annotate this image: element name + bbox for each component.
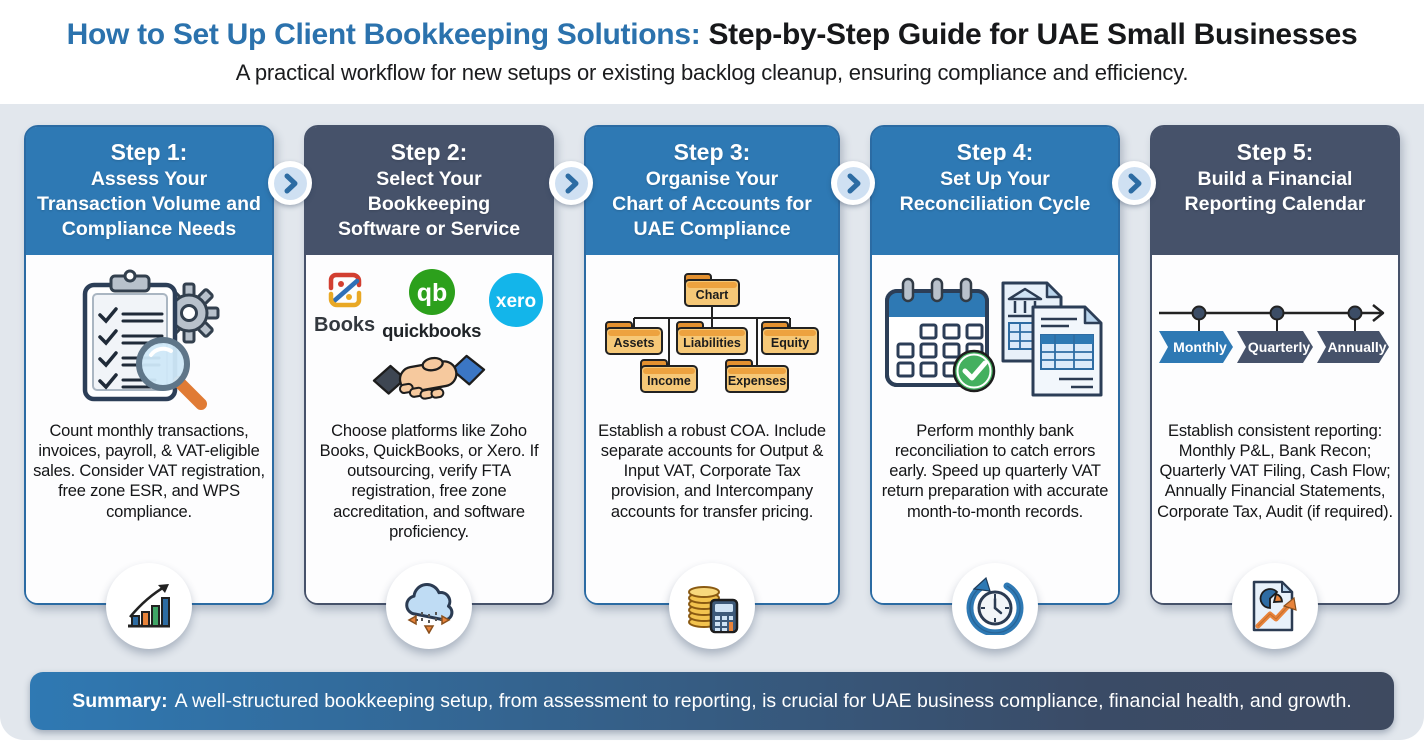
folder-expenses-label: Expenses — [728, 374, 786, 388]
step-3-header: Step 3: Organise Your Chart of Accounts … — [586, 127, 838, 255]
chevron-right-icon — [554, 166, 588, 200]
step-5-body: Monthly Quarterly Annually Establish con… — [1152, 255, 1398, 603]
step-1-body: Count monthly transactions, invoices, pa… — [26, 255, 272, 603]
step-5-header: Step 5: Build a Financial Reporting Cale… — [1152, 127, 1398, 255]
content-panel: Step 1: Assess Your Transaction Volume a… — [0, 104, 1424, 740]
steps-row: Step 1: Assess Your Transaction Volume a… — [24, 104, 1400, 649]
cloud-sync-icon — [386, 563, 472, 649]
page-subtitle: A practical workflow for new setups or e… — [235, 60, 1189, 85]
summary-text: A well-structured bookkeeping setup, fro… — [174, 689, 1352, 712]
timeline-monthly-label: Monthly — [1173, 339, 1227, 355]
coins-calculator-icon — [669, 563, 755, 649]
step-connector-3 — [831, 161, 875, 205]
quickbooks-label: quickbooks — [382, 319, 481, 341]
step-card-2: Step 2: Select Your Bookkeeping Software… — [304, 125, 554, 649]
step-3-label: Step 3: — [673, 139, 751, 165]
step-connector-1 — [268, 161, 312, 205]
step-card-4: Step 4: Set Up Your Reconciliation Cycle — [870, 125, 1120, 649]
step-3-body: Chart Assets — [586, 255, 838, 603]
step-4-header: Step 4: Set Up Your Reconciliation Cycle — [872, 127, 1118, 255]
page-title-rest: Step-by-Step Guide for UAE Small Busines… — [700, 18, 1358, 51]
step-3-title: Organise Your Chart of Accounts for UAE … — [612, 168, 812, 240]
folder-root-label: Chart — [696, 288, 729, 302]
xero-icon: xero — [488, 272, 543, 327]
chevron-right-icon — [836, 166, 870, 200]
summary-label: Summary: — [72, 689, 168, 712]
step-card-1: Step 1: Assess Your Transaction Volume a… — [24, 125, 274, 649]
recurring-cycle-icon — [952, 563, 1038, 649]
step-1-header: Step 1: Assess Your Transaction Volume a… — [26, 127, 272, 255]
quickbooks-logo: qb quickbooks — [382, 268, 481, 342]
step-5-description: Establish consistent reporting: Monthly … — [1157, 422, 1393, 521]
page-title-highlight: How to Set Up Client Bookkeeping Solutio… — [66, 18, 701, 51]
quickbooks-icon: qb — [408, 268, 455, 315]
step-connector-4 — [1112, 161, 1156, 205]
step-3-description: Establish a robust COA. Include separate… — [598, 422, 826, 521]
reporting-timeline: Monthly Quarterly Annually — [1157, 255, 1393, 421]
xero-label: xero — [496, 291, 536, 312]
software-logos-area: Books qb quickbooks — [314, 255, 544, 421]
step-4-title: Set Up Your Reconciliation Cycle — [899, 168, 1091, 215]
page-title: How to Set Up Client Bookkeeping Solutio… — [0, 18, 1424, 52]
calendar-statements-icon — [881, 255, 1109, 421]
quickbooks-monogram: qb — [416, 279, 447, 307]
folder-income-label: Income — [647, 374, 691, 388]
folder-equity-label: Equity — [771, 336, 809, 350]
step-1-title: Assess Your Transaction Volume and Compl… — [37, 168, 261, 240]
step-2-description: Choose platforms like Zoho Books, QuickB… — [319, 422, 539, 541]
chevron-right-icon — [273, 166, 307, 200]
folder-assets-label: Assets — [614, 336, 655, 350]
financial-report-icon — [1232, 563, 1318, 649]
growth-chart-icon — [106, 563, 192, 649]
step-card-5: Step 5: Build a Financial Reporting Cale… — [1150, 125, 1400, 649]
handshake-icon — [367, 344, 491, 415]
step-4-description: Perform monthly bank reconciliation to c… — [881, 422, 1109, 521]
zoho-icon — [328, 272, 361, 307]
step-1-description: Count monthly transactions, invoices, pa… — [33, 422, 265, 521]
step-5-title: Build a Financial Reporting Calendar — [1184, 168, 1366, 215]
zoho-books-logo: Books — [314, 268, 375, 337]
logo-row: Books qb quickbooks — [314, 268, 544, 342]
chart-of-accounts-tree: Chart Assets — [586, 255, 838, 421]
folder-liabilities-label: Liabilities — [683, 336, 741, 350]
timeline-quarterly-label: Quarterly — [1248, 339, 1310, 355]
step-2-label: Step 2: — [390, 139, 468, 165]
step-connector-2 — [549, 161, 593, 205]
timeline-annually-label: Annually — [1327, 339, 1386, 355]
step-4-body: Perform monthly bank reconciliation to c… — [872, 255, 1118, 603]
chevron-right-icon — [1117, 166, 1151, 200]
step-card-3: Step 3: Organise Your Chart of Accounts … — [584, 125, 840, 649]
step-4-label: Step 4: — [956, 139, 1034, 165]
xero-logo: xero — [488, 272, 544, 333]
step-1-label: Step 1: — [110, 139, 188, 165]
checklist-audit-icon — [69, 255, 229, 421]
title-band: How to Set Up Client Bookkeeping Solutio… — [0, 0, 1424, 104]
step-2-body: Books qb quickbooks — [306, 255, 552, 603]
step-5-label: Step 5: — [1236, 139, 1314, 165]
step-2-header: Step 2: Select Your Bookkeeping Software… — [306, 127, 552, 255]
summary-bar: Summary: A well-structured bookkeeping s… — [30, 672, 1394, 730]
step-2-title: Select Your Bookkeeping Software or Serv… — [337, 168, 521, 240]
zoho-books-label: Books — [314, 313, 376, 336]
